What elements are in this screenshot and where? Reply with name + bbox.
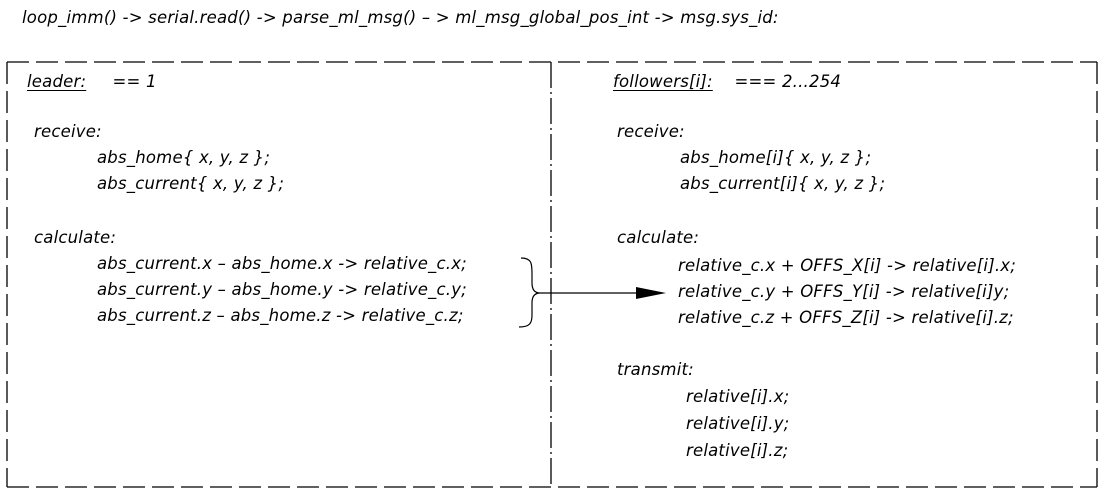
leader-receive-line: abs_home{ x, y, z }; bbox=[97, 148, 271, 167]
flow-arrow-head bbox=[636, 287, 666, 299]
leader-calculate-label: calculate: bbox=[34, 228, 117, 247]
pipeline-header: loop_imm() -> serial.read() -> parse_ml_… bbox=[22, 8, 779, 27]
followers-condition: === 2...254 bbox=[729, 72, 842, 91]
leader-calculate-line: abs_current.y – abs_home.y -> relative_c… bbox=[97, 280, 467, 299]
leader-calculate-line: abs_current.z – abs_home.z -> relative_c… bbox=[97, 306, 464, 325]
followers-receive-line: abs_home[i]{ x, y, z }; bbox=[680, 148, 872, 167]
followers-transmit-label: transmit: bbox=[617, 360, 694, 379]
leader-title: leader: bbox=[27, 72, 87, 91]
followers-transmit-line: relative[i].x; bbox=[686, 387, 790, 406]
followers-calculate-label: calculate: bbox=[617, 228, 700, 247]
followers-calculate-line: relative_c.z + OFFS_Z[i] -> relative[i].… bbox=[678, 308, 1014, 327]
leader-calculate-line: abs_current.x – abs_home.x -> relative_c… bbox=[97, 254, 467, 273]
followers-calculate-line: relative_c.y + OFFS_Y[i] -> relative[i]y… bbox=[678, 282, 1010, 301]
followers-title: followers[i]: bbox=[613, 72, 713, 91]
leader-receive-line: abs_current{ x, y, z }; bbox=[97, 174, 285, 193]
followers-transmit-line: relative[i].z; bbox=[686, 441, 789, 460]
followers-receive-line: abs_current[i]{ x, y, z }; bbox=[680, 174, 886, 193]
leader-receive-label: receive: bbox=[34, 122, 102, 141]
leader-condition: == 1 bbox=[107, 72, 157, 91]
followers-calculate-line: relative_c.x + OFFS_X[i] -> relative[i].… bbox=[678, 256, 1016, 275]
followers-receive-label: receive: bbox=[617, 122, 685, 141]
calculate-brace bbox=[518, 257, 541, 328]
followers-transmit-line: relative[i].y; bbox=[686, 414, 790, 433]
